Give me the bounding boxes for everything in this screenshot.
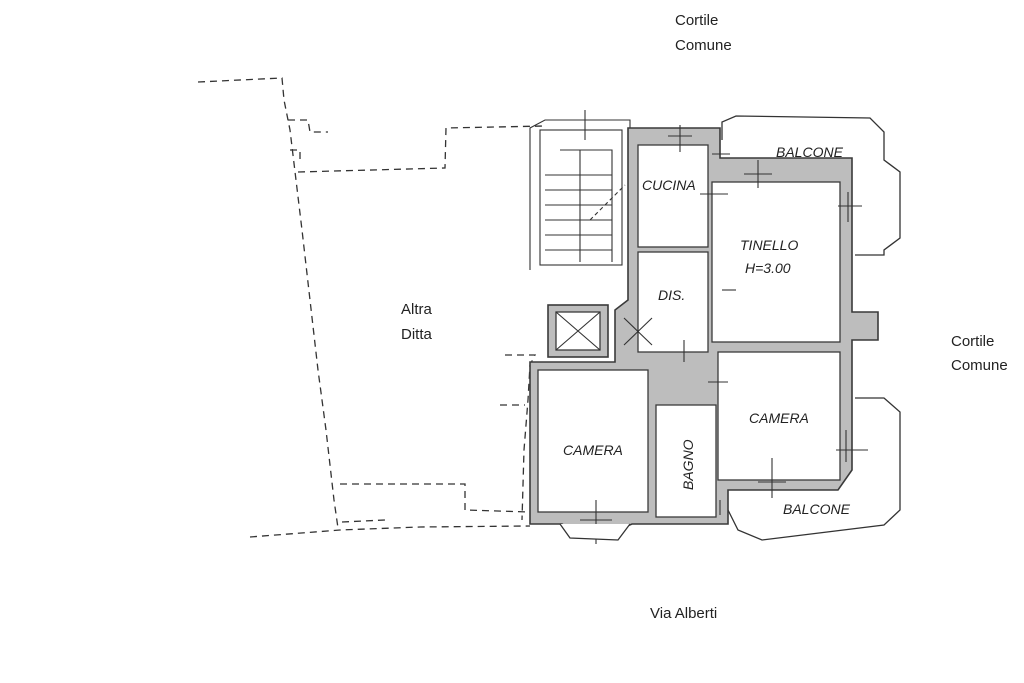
- label-bagno: BAGNO: [680, 439, 696, 490]
- label-altra-ditta-1: Altra: [401, 301, 433, 318]
- label-dis: DIS.: [658, 287, 685, 303]
- label-camera-left: CAMERA: [563, 442, 623, 458]
- room-tinello: [711, 181, 841, 343]
- room-camera-right: [717, 351, 841, 481]
- rooms: [537, 144, 841, 518]
- neighbour-outline: [197, 77, 546, 538]
- label-balcone-bottom: BALCONE: [783, 501, 851, 517]
- label-cortile-top-1: Cortile: [675, 12, 718, 29]
- staircase: [529, 110, 631, 271]
- openings: [580, 125, 868, 544]
- room-bagno: [655, 404, 717, 518]
- label-cortile-right-2: Comune: [951, 357, 1008, 374]
- label-tinello: TINELLO: [740, 237, 798, 253]
- room-dis: [637, 251, 709, 353]
- label-balcone-top: BALCONE: [776, 144, 844, 160]
- bay-window: [559, 523, 631, 541]
- room-cucina: [637, 144, 709, 248]
- label-street: Via Alberti: [650, 605, 717, 622]
- label-tinello-height: H=3.00: [745, 260, 791, 276]
- label-cortile-right-1: Cortile: [951, 333, 994, 350]
- label-cucina: CUCINA: [642, 177, 696, 193]
- room-camera-left: [537, 369, 649, 513]
- label-camera-right: CAMERA: [749, 410, 809, 426]
- label-cortile-top-2: Comune: [675, 37, 732, 54]
- lift: [547, 304, 609, 358]
- label-altra-ditta-2: Ditta: [401, 326, 433, 343]
